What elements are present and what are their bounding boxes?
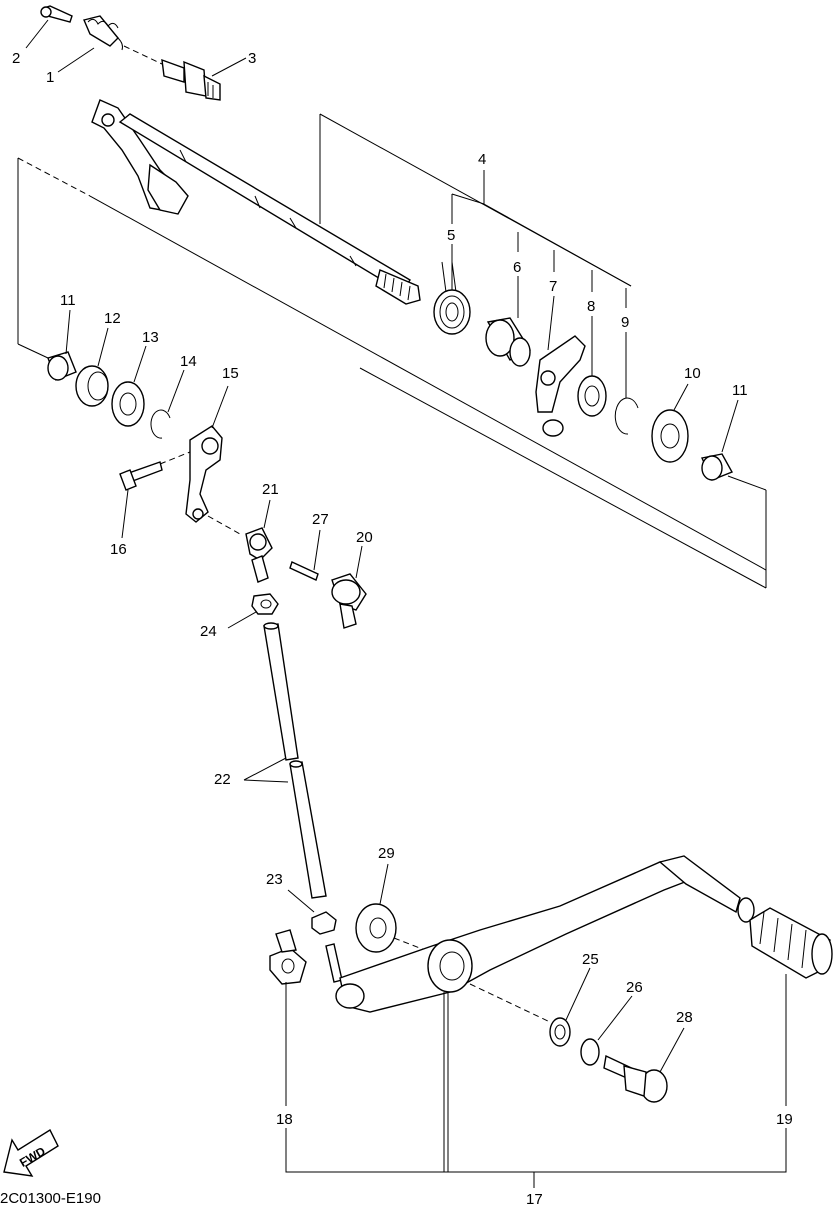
callout-13: 13	[142, 329, 159, 346]
callout-12: 12	[104, 310, 121, 327]
callout-7: 7	[549, 278, 557, 295]
callout-11-left: 11	[60, 292, 76, 309]
fwd-arrow-icon: FWD	[3, 1128, 59, 1177]
callout-5: 5	[447, 227, 455, 244]
callout-27: 27	[312, 511, 329, 528]
callout-18: 18	[276, 1111, 293, 1128]
callout-29: 29	[378, 845, 395, 862]
rod-ends	[245, 527, 367, 629]
frame-lines	[17, 113, 767, 589]
shaft-parts	[47, 261, 733, 481]
callout-3: 3	[248, 50, 256, 67]
shift-shaft	[91, 99, 421, 305]
callout-10: 10	[684, 365, 701, 382]
top-parts	[40, 5, 221, 101]
callout-14: 14	[180, 353, 197, 370]
callout-20: 20	[356, 529, 373, 546]
callout-8: 8	[587, 298, 595, 315]
callout-11-right: 11	[732, 382, 748, 399]
drawing-code: 2C01300-E190	[0, 1190, 101, 1206]
callout-16: 16	[110, 541, 127, 558]
callout-1: 1	[46, 69, 54, 86]
callout-19: 19	[776, 1111, 793, 1128]
callout-9: 9	[621, 314, 629, 331]
callout-6: 6	[513, 259, 521, 276]
callout-24: 24	[200, 623, 217, 640]
callout-15: 15	[222, 365, 239, 382]
callout-26: 26	[626, 979, 643, 996]
callout-4: 4	[478, 151, 486, 168]
callout-22: 22	[214, 771, 231, 788]
callout-17: 17	[526, 1191, 543, 1206]
callout-28: 28	[676, 1009, 693, 1026]
callout-21: 21	[262, 481, 279, 498]
callout-23: 23	[266, 871, 283, 888]
shift-rod	[263, 622, 343, 983]
leader-lines	[25, 19, 787, 1188]
shift-arm	[119, 425, 241, 535]
callout-labels: 2 1 3 4 5 6 7 8 9 10 11 11 12 13 14 15 1…	[12, 50, 793, 1206]
shift-pedal	[269, 855, 833, 1103]
callout-25: 25	[582, 951, 599, 968]
callout-2: 2	[12, 50, 20, 67]
